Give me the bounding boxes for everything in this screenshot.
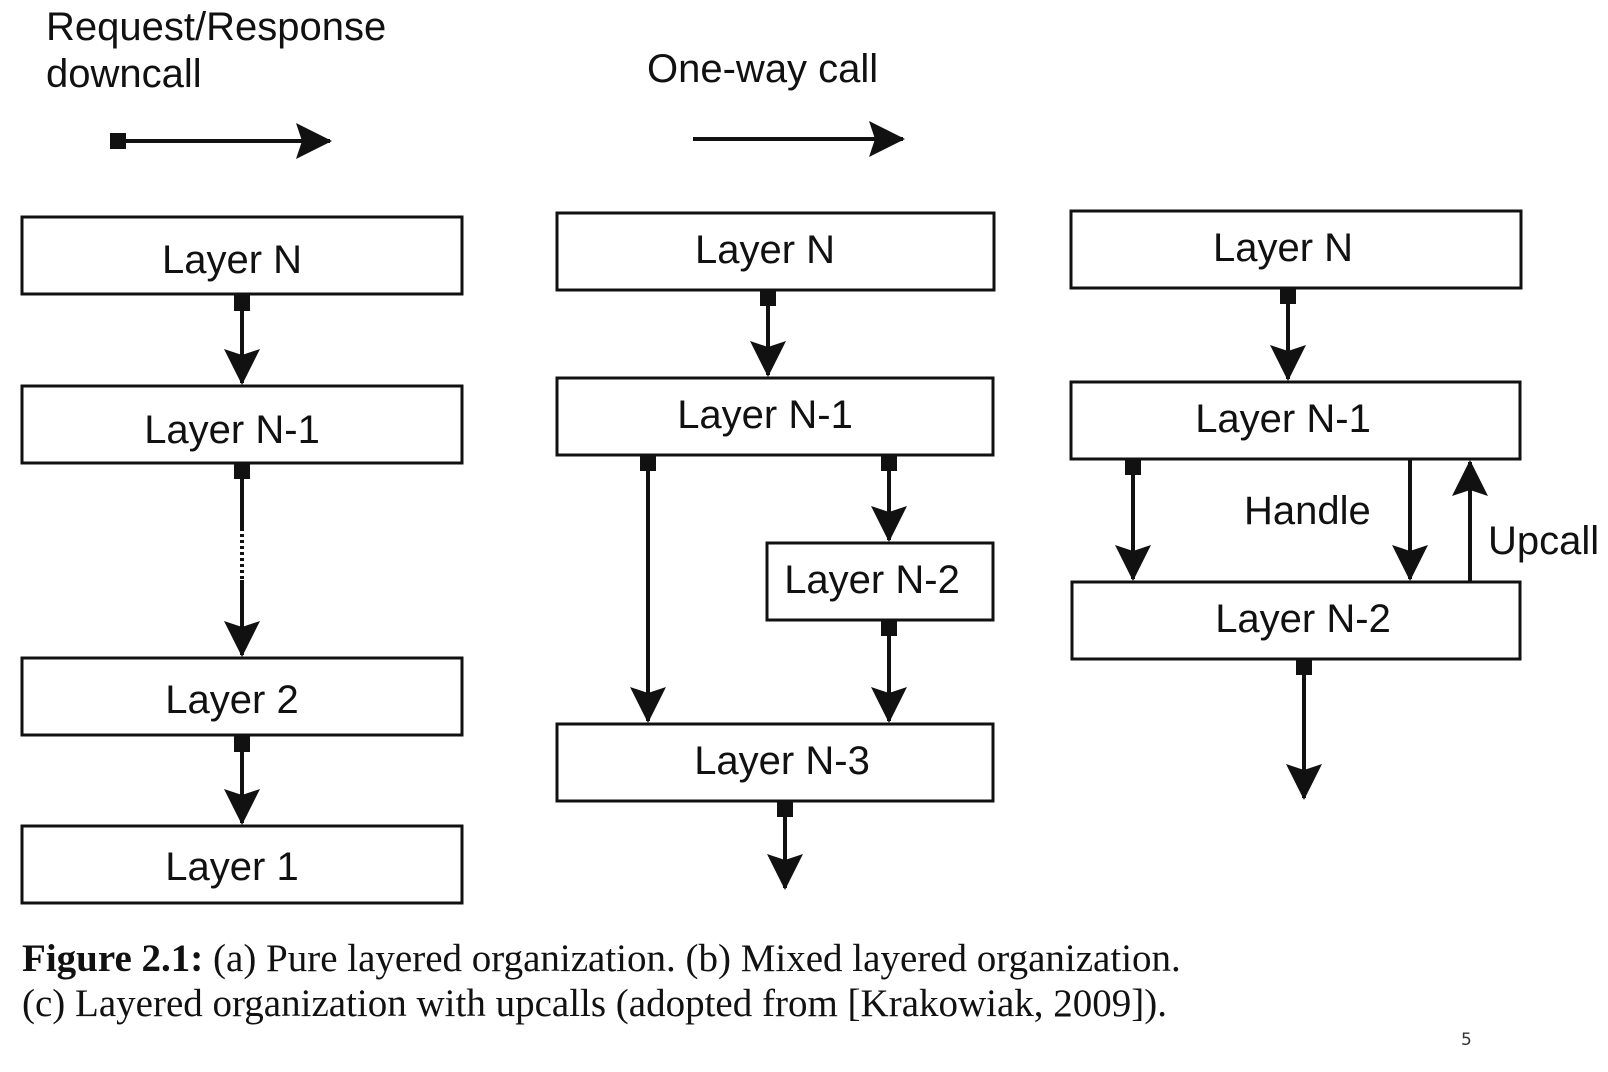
legend-request-response: Request/Response downcall — [46, 5, 386, 159]
figure-label: Figure 2.1: — [22, 937, 204, 980]
layer-box — [555, 722, 995, 803]
handle-label: Handle — [1244, 489, 1371, 533]
layer-box — [20, 656, 464, 737]
layer-label: Layer 1 — [165, 845, 298, 889]
caption-line-2: (c) Layered organization with upcalls (a… — [22, 982, 1168, 1025]
caption-line-1-text: (a) Pure layered organization. (b) Mixed… — [213, 937, 1181, 980]
legend-one-way: One-way call — [647, 47, 905, 157]
legend-request-response-line1: Request/Response — [46, 5, 386, 49]
layer-label: Layer N — [1213, 226, 1353, 270]
diagram-c: Layer N Layer N-1 Layer N-2 Handle Upcal… — [1069, 209, 1599, 800]
legend-request-response-line2: downcall — [46, 52, 202, 96]
layer-label: Layer N-1 — [1195, 397, 1371, 441]
caption-line-1: Figure 2.1: (a) Pure layered organizatio… — [22, 936, 1442, 981]
layer-box — [1069, 380, 1522, 461]
diagram-a: Layer N Layer N-1 Layer 2 Layer 1 — [20, 215, 464, 905]
layer-box — [555, 376, 995, 457]
layer-label: Layer N-2 — [784, 558, 960, 602]
layer-box — [20, 384, 464, 465]
diagram-b: Layer N Layer N-1 Layer N-2 Layer N-3 — [555, 211, 996, 890]
legend-one-way-label: One-way call — [647, 47, 878, 91]
layer-box — [1069, 209, 1523, 290]
layer-box — [555, 211, 996, 292]
layer-box — [20, 824, 464, 905]
figure-caption: Figure 2.1: (a) Pure layered organizatio… — [22, 936, 1442, 1026]
layer-label: Layer N-1 — [677, 393, 853, 437]
layer-label: Layer N — [695, 228, 835, 272]
layer-label: Layer N-3 — [694, 739, 870, 783]
layer-box — [765, 541, 995, 622]
layer-label: Layer 2 — [165, 678, 298, 722]
upcall-label: Upcall — [1488, 519, 1599, 563]
layer-label: Layer N — [162, 238, 302, 282]
page-number: 5 — [1461, 1030, 1472, 1050]
layer-label: Layer N-1 — [144, 408, 320, 452]
layer-label: Layer N-2 — [1215, 597, 1391, 641]
layer-box — [20, 215, 464, 296]
